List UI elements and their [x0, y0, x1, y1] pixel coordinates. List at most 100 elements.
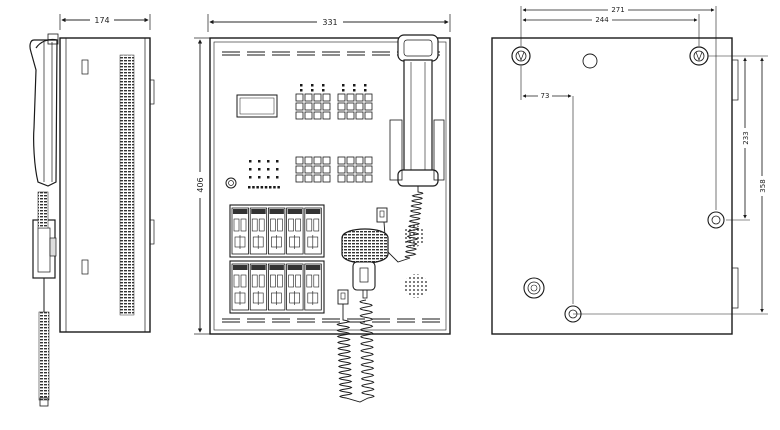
keypad-key	[322, 174, 331, 183]
dim-label-233: 233	[742, 131, 750, 144]
dimension-full-height: 358	[740, 55, 768, 315]
keypad-key	[322, 156, 331, 165]
keypad-key	[304, 111, 313, 120]
indicator-led	[353, 84, 356, 87]
keypad-key	[313, 156, 322, 165]
side-coiled-cord	[37, 191, 50, 407]
keypad-key	[355, 165, 364, 174]
channel-module	[267, 207, 286, 255]
channel-module	[286, 207, 304, 255]
indicator-led	[276, 168, 279, 171]
keypad-key	[337, 102, 346, 111]
mic-connector	[376, 207, 388, 223]
keypad-key	[304, 165, 313, 174]
keypad-groups	[295, 93, 373, 183]
keypad-key	[313, 111, 322, 120]
keypad-key	[346, 93, 355, 102]
channel-module	[231, 207, 249, 255]
front-handset	[389, 34, 445, 187]
keypad-key	[364, 156, 373, 165]
mounting-hole	[511, 46, 531, 66]
indicator-led	[276, 160, 279, 163]
dim-label-271: 271	[611, 6, 624, 14]
keypad-key	[295, 102, 304, 111]
dim-label-331: 331	[322, 18, 337, 27]
keypad-key	[295, 165, 304, 174]
indicator-led	[300, 89, 303, 92]
lcd-display	[236, 94, 278, 118]
keypad-key	[355, 102, 364, 111]
microphone-cord	[336, 299, 375, 403]
keypad-key	[337, 111, 346, 120]
keypad-key	[304, 174, 313, 183]
keypad-key	[295, 156, 304, 165]
front-microphone	[341, 228, 389, 299]
indicator-led	[300, 84, 303, 87]
dim-label-406: 406	[196, 177, 205, 192]
side-handset	[29, 33, 59, 187]
indicator-led	[342, 84, 345, 87]
keypad-key	[337, 174, 346, 183]
front-view: 331 406	[194, 14, 451, 403]
indicator-led	[249, 160, 252, 163]
indicator-led	[322, 89, 325, 92]
keypad-key	[304, 156, 313, 165]
indicator-led	[267, 160, 270, 163]
speaker-grille-lower	[404, 274, 428, 298]
indicator-led	[267, 176, 270, 179]
keypad-key	[346, 174, 355, 183]
keypad-key	[313, 165, 322, 174]
indicator-led	[258, 160, 261, 163]
channel-module	[231, 263, 249, 311]
indicator-led	[353, 89, 356, 92]
side-view: 174	[29, 14, 155, 407]
keypad-key	[337, 156, 346, 165]
dimension-side-width: 174	[59, 14, 151, 30]
channel-module	[249, 263, 268, 311]
keypad-key	[322, 111, 331, 120]
module-rack	[229, 204, 325, 258]
keypad-key	[337, 93, 346, 102]
indicator-led	[249, 168, 252, 171]
keypad-key	[313, 93, 322, 102]
keypad-key	[346, 156, 355, 165]
channel-module	[304, 207, 322, 255]
keypad-key	[313, 102, 322, 111]
indicator-led	[267, 168, 270, 171]
indicator-led	[277, 186, 280, 189]
indicator-led	[273, 186, 276, 189]
side-grille	[119, 54, 135, 316]
keypad-key	[364, 111, 373, 120]
bottom-connector	[337, 289, 349, 305]
dim-label-244: 244	[595, 16, 609, 24]
keypad-key	[364, 102, 373, 111]
keypad-key	[295, 111, 304, 120]
dimension-front-width: 331	[207, 14, 451, 32]
indicator-led	[249, 176, 252, 179]
channel-module	[249, 207, 268, 255]
indicator-led	[311, 84, 314, 87]
indicator-led	[258, 168, 261, 171]
indicator-led	[322, 84, 325, 87]
indicator-led	[252, 186, 255, 189]
keypad-key	[355, 174, 364, 183]
keypad-key	[322, 165, 331, 174]
side-housing	[59, 37, 151, 333]
channel-module	[304, 263, 322, 311]
indicator-led	[248, 186, 251, 189]
dim-label-358: 358	[759, 179, 767, 192]
indicator-leds	[248, 84, 367, 189]
indicator-led	[256, 186, 259, 189]
keypad-key	[295, 93, 304, 102]
keypad-key	[364, 165, 373, 174]
dim-label-174: 174	[94, 16, 109, 25]
front-handset-cord	[383, 186, 424, 263]
keypad-key	[346, 102, 355, 111]
keypad-key	[337, 165, 346, 174]
cable-gland	[523, 277, 545, 299]
keypad-key	[322, 102, 331, 111]
keypad-key	[355, 156, 364, 165]
channel-module	[267, 263, 286, 311]
keypad-key	[364, 93, 373, 102]
